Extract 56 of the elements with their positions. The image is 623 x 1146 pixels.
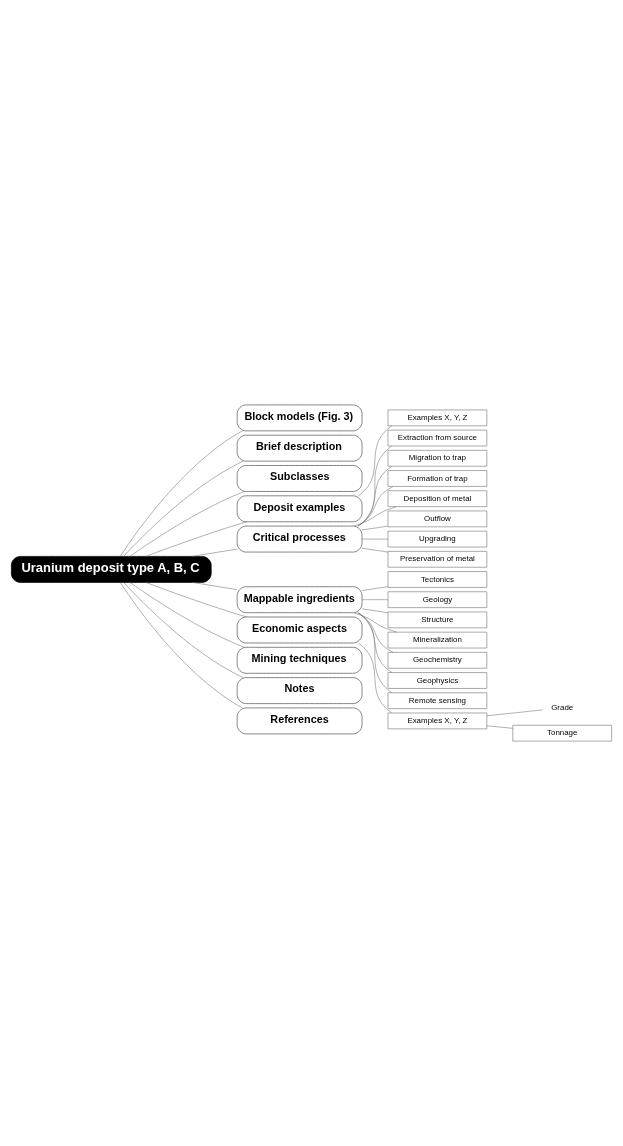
node-box: Outflow: [387, 510, 488, 528]
connector: [353, 612, 397, 633]
connector: [129, 491, 245, 557]
node-box: Block models (Fig. 3): [236, 404, 363, 432]
node-box: Formation of trap: [387, 470, 488, 487]
connector: [357, 466, 393, 527]
node-box: Extraction from source: [387, 429, 488, 447]
node-box: Notes: [236, 677, 363, 704]
connector: [123, 460, 244, 557]
node-box: Geology: [387, 591, 488, 608]
connector: [145, 582, 248, 618]
connector: [361, 599, 389, 600]
connector: [361, 538, 389, 540]
connector: [486, 709, 543, 717]
connector: [357, 612, 393, 673]
node-box: References: [236, 707, 363, 735]
connector: [486, 725, 513, 729]
node-text: Grade: [551, 702, 574, 712]
node-box: Economic aspects: [236, 616, 363, 644]
node-box: Mineralization: [387, 631, 488, 649]
node-box: Examples X, Y, Z: [387, 712, 488, 730]
node-box: Uranium deposit type A, B, C: [11, 556, 212, 583]
node-box: Geophysics: [387, 672, 488, 689]
connector: [358, 425, 393, 497]
node-box: Examples X, Y, Z: [387, 409, 488, 427]
connector: [361, 525, 389, 531]
connector: [358, 642, 393, 714]
node-box: Preservation of metal: [387, 551, 488, 568]
connector: [123, 582, 244, 678]
connector: [353, 506, 397, 527]
node-box: Deposit examples: [236, 495, 363, 523]
connector: [357, 486, 394, 527]
node-box: Structure: [387, 611, 488, 629]
connector: [357, 612, 394, 653]
connector: [129, 582, 245, 648]
node-box: Brief description: [236, 434, 363, 462]
connector: [358, 612, 392, 693]
connector: [119, 582, 243, 709]
connector: [119, 430, 243, 557]
node-box: Geochemistry: [387, 652, 488, 669]
node-box: Tectonics: [387, 571, 488, 588]
node-box: Migration to trap: [387, 449, 488, 467]
connector: [192, 582, 238, 590]
node-box: Deposition of metal: [387, 490, 488, 507]
node-box: Tonnage: [512, 724, 612, 742]
connector: [361, 547, 389, 553]
connector: [192, 548, 238, 557]
node-box: Critical processes: [236, 525, 363, 553]
node-box: Mining techniques: [236, 646, 363, 674]
node-box: Mappable ingredients: [236, 586, 363, 614]
connector: [361, 608, 389, 613]
node-box: Upgrading: [387, 530, 488, 548]
node-box: Remote sensing: [387, 692, 488, 709]
node-box: Subclasses: [236, 465, 363, 492]
connector: [361, 586, 389, 591]
connector: [358, 445, 392, 527]
